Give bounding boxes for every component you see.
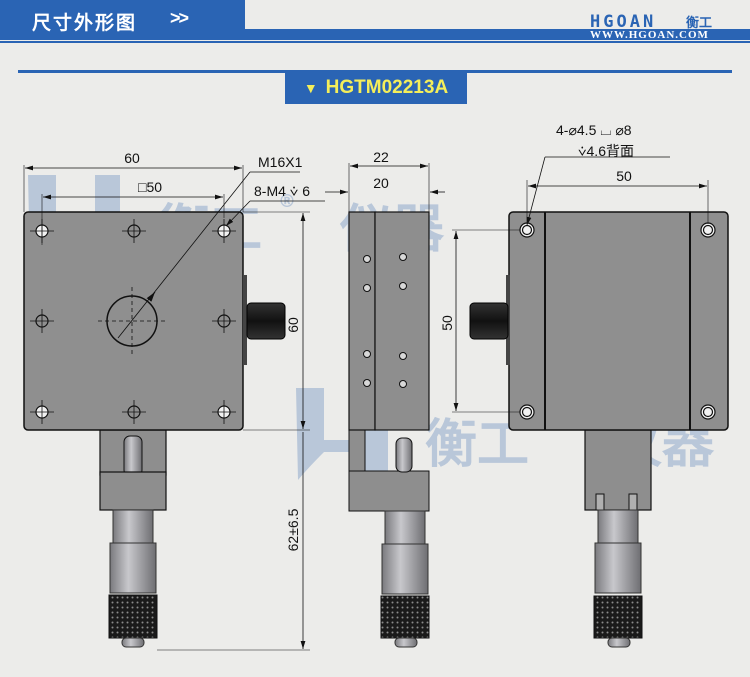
dim-width-60: 60 (124, 150, 140, 166)
callout-counterbore-line2: ⩒4.6背面 (578, 143, 634, 159)
brand-logo: HGOAN (590, 12, 657, 32)
dim-height-60: 60 (285, 317, 301, 333)
model-badge: ▼ HGTM02213A (285, 71, 467, 104)
triangle-down-icon: ▼ (303, 79, 318, 96)
front-view: 60 □50 M16X1 8-M4 ⩒ 6 60 62±6.5 (23, 150, 325, 651)
section-title: 尺寸外形图 (32, 12, 138, 34)
dim-hole-spacing: □50 (138, 179, 162, 195)
header-tab-slant (194, 0, 244, 40)
callout-holes: 8-M4 ⩒ 6 (254, 183, 310, 199)
model-name: HGTM02213A (325, 76, 449, 98)
brand-url: WWW.HGOAN.COM (590, 29, 709, 41)
dim-depth-22: 22 (373, 149, 389, 165)
dim-back-width-50: 50 (616, 168, 632, 184)
header-underline (0, 41, 750, 43)
section-header: 尺寸外形图 >> HGOAN 衡工 WWW.HGOAN.COM (0, 0, 750, 46)
back-view: 4-⌀4.5 ⌴ ⌀8 ⩒4.6背面 50 50 (439, 122, 729, 648)
callout-counterbore-line1: 4-⌀4.5 ⌴ ⌀8 (556, 122, 632, 138)
brand-chinese-name: 衡工 (686, 16, 713, 31)
header-bar (0, 29, 750, 40)
dim-back-height-50: 50 (439, 315, 455, 331)
dim-depth-20: 20 (373, 175, 389, 191)
dim-micrometer-travel: 62±6.5 (285, 508, 301, 551)
double-chevron-icon: >> (170, 8, 189, 28)
callout-thread: M16X1 (258, 154, 303, 170)
side-view: 22 20 (325, 149, 445, 648)
svg-text:®: ® (278, 191, 296, 212)
